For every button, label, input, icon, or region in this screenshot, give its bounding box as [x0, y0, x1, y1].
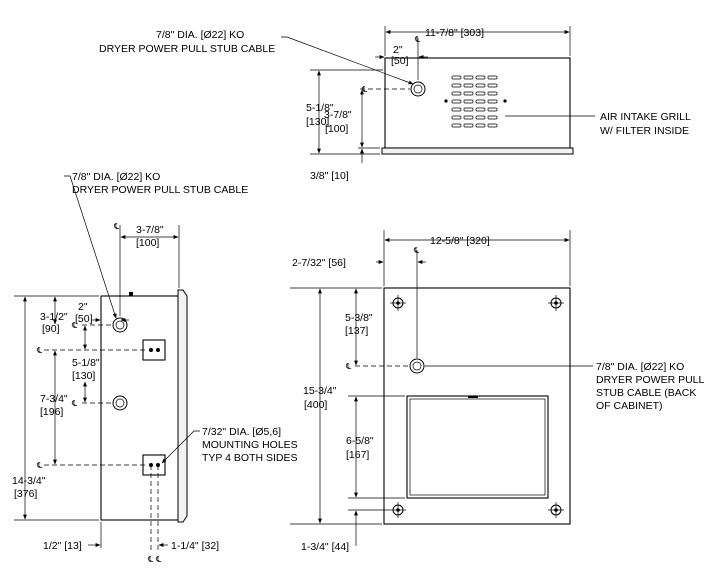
front-view: ℄ ℄ — [290, 230, 593, 546]
centerline-symbol: ℄ — [36, 346, 43, 355]
front-mounting-hole — [390, 502, 406, 518]
side-overall-height-mm: [376] — [14, 488, 37, 500]
front-overall-height-mm: [400] — [304, 399, 327, 411]
top-ko-height-dim: 3-7/8" — [324, 109, 352, 121]
centerline-symbol: ℄ — [414, 35, 421, 44]
side-ko-offset-mm: [50] — [75, 313, 93, 325]
mounting-label-line2: MOUNTING HOLES — [202, 439, 298, 451]
side-top-to-ko2-dim: 7-3/4" — [40, 393, 68, 405]
centerline-symbol: ℄ — [147, 555, 154, 564]
side-bottom-left-dim: 1/2" [13] — [43, 540, 82, 552]
side-view-body — [100, 295, 180, 521]
centerline-symbol: ℄ — [361, 85, 368, 94]
front-ko-height-mm: [137] — [345, 325, 368, 337]
top-flange-dim: 3/8" [10] — [310, 170, 349, 182]
front-ko-label-line1: 7/8" DIA. [Ø22] KO — [596, 361, 684, 373]
front-ko-label-line3: STUB CABLE (BACK — [596, 387, 696, 399]
side-ko-to-slot-dim: 5-1/8" — [72, 357, 100, 369]
side-ko-label-line1: 7/8" DIA. [Ø22] KO — [72, 171, 160, 183]
centerline-symbol: ℄ — [345, 362, 352, 371]
mounting-label-line3: TYP 4 BOTH SIDES — [202, 452, 298, 464]
front-opening-height-mm: [167] — [346, 449, 369, 461]
side-view-flange — [177, 289, 188, 523]
centerline-symbol: ℄ — [413, 246, 420, 255]
centerline-symbol: ℄ — [71, 321, 78, 330]
top-height-dim: 5-1/8" — [306, 102, 334, 114]
top-height-mm: [130] — [306, 116, 329, 128]
side-view: ℄ ℄ ℄ ℄ ℄ ℄ ℄ — [14, 175, 200, 564]
mounting-label-line1: 7/32" DIA. [Ø5,6] — [202, 426, 281, 438]
centerline-symbol: ℄ — [113, 222, 120, 231]
centerline-symbol: ℄ — [36, 461, 43, 470]
centerline-symbol: ℄ — [71, 399, 78, 408]
top-view-knockout — [410, 81, 426, 97]
grill-label-line1: AIR INTAKE GRILL — [600, 111, 691, 123]
top-view-flange — [381, 147, 574, 155]
side-overall-height-dim: 14-3/4" — [12, 475, 46, 487]
top-view-knockout-inner — [413, 84, 423, 94]
front-mounting-hole — [548, 502, 564, 518]
front-bottom-offset-dim: 1-3/4" [44] — [301, 541, 349, 553]
front-ko-label-line4: OF CABINET) — [596, 400, 663, 412]
side-ko-offset-dim: 2" — [78, 301, 88, 313]
top-width-dim: 11-7/8" [303] — [425, 27, 484, 39]
front-view-opening — [406, 395, 549, 499]
top-ko-label-line1: 7/8" DIA. [Ø22] KO — [156, 29, 244, 41]
front-ko-offset-dim: 2-7/32" [56] — [292, 257, 346, 269]
side-depth-dim: 3-7/8" — [136, 224, 164, 236]
front-opening-height-dim: 6-5/8" — [346, 435, 374, 447]
grill-label-line2: W/ FILTER INSIDE — [600, 125, 689, 137]
side-knockout-upper — [112, 317, 128, 333]
front-width-dim: 12-5/8" [320] — [430, 235, 490, 247]
air-intake-grill — [444, 75, 507, 128]
top-ko-height-mm: [100] — [325, 123, 348, 135]
side-bottom-right-dim: 1-1/4" [32] — [171, 540, 219, 552]
front-mounting-hole — [390, 295, 406, 311]
side-knockout-lower — [112, 395, 128, 411]
side-top-to-ko2-mm: [196] — [40, 406, 63, 418]
top-ko-offset-dim: 2" — [393, 44, 403, 56]
top-view: ℄ ℄ — [281, 26, 595, 163]
front-overall-height-dim: 15-3/4" — [303, 385, 337, 397]
side-top-to-ko-dim: 3-1/2" — [40, 311, 68, 323]
side-mount-slot-lower — [142, 454, 166, 476]
front-knockout — [409, 358, 425, 374]
side-ko-label-line2: DRYER POWER PULL STUB CABLE — [72, 184, 248, 196]
front-ko-height-dim: 5-3/8" — [345, 312, 373, 324]
side-mount-slot-upper — [142, 339, 166, 361]
front-mounting-hole — [548, 295, 564, 311]
top-ko-label-line2: DRYER POWER PULL STUB CABLE — [99, 43, 275, 55]
centerline-symbol: ℄ — [155, 555, 162, 564]
side-ko-to-slot-mm: [130] — [72, 370, 95, 382]
top-ko-offset-mm: [50] — [391, 55, 409, 67]
side-depth-mm: [100] — [136, 237, 159, 249]
side-top-to-ko-mm: [90] — [42, 323, 60, 335]
front-ko-label-line2: DRYER POWER PULL — [596, 374, 704, 386]
